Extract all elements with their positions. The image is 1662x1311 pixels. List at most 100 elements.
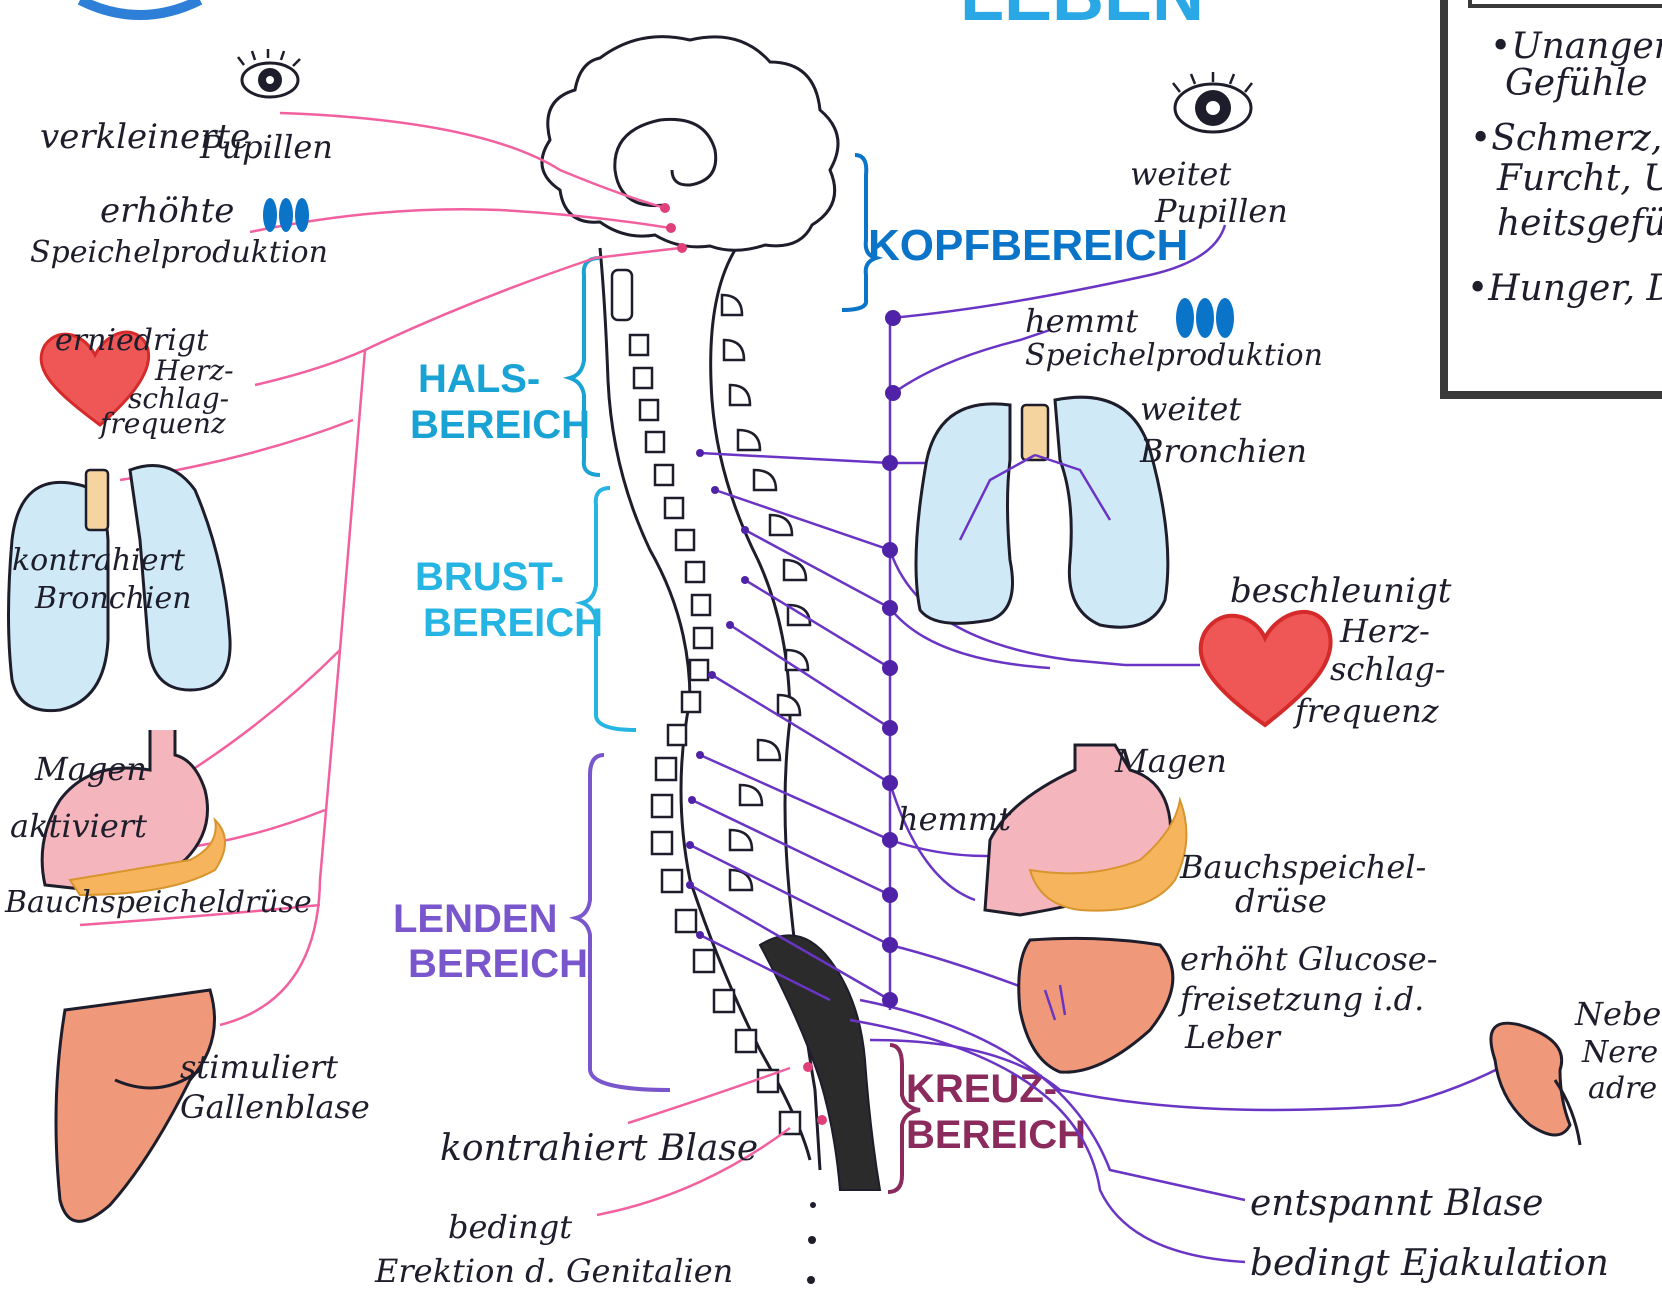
vertebra [656, 758, 676, 780]
sym-ramus [692, 800, 890, 895]
kidney-shape [1491, 1023, 1570, 1135]
label-para-heart-1: erniedrigt [55, 323, 209, 358]
label-sym-adrenal-3: adre [1588, 1071, 1657, 1106]
label-para-gall-2: Gallenblase [180, 1088, 370, 1126]
left-eye-icon [238, 49, 300, 97]
saliva-drop [279, 198, 293, 232]
para-line-pupils [280, 113, 665, 208]
label-sym-pancreas-2: drüse [1235, 882, 1327, 920]
para-nucleus [803, 1062, 813, 1072]
sym-ganglion [882, 660, 898, 676]
spinal-process [730, 830, 752, 850]
legend-top-border [1470, 0, 1662, 6]
vertebra [668, 725, 686, 745]
spinal-root [696, 449, 704, 457]
vertebra [634, 368, 652, 388]
label-para-bronchi-1: kontrahiert [12, 543, 186, 578]
label-sym-inhibits: hemmt [898, 800, 1011, 838]
region-label-lumbar-2: BEREICH [408, 942, 588, 986]
sym-ramus [690, 845, 890, 945]
label-para-activates: aktiviert [10, 807, 147, 845]
right-eye-icon [1173, 72, 1252, 132]
legend-line-3: •Schmerz, [1470, 118, 1662, 159]
sym-ganglion [882, 600, 898, 616]
spinal-root [711, 486, 719, 494]
saliva-drop [1196, 298, 1214, 338]
liver-shape [1019, 938, 1173, 1072]
sym-ganglion [882, 937, 898, 953]
vertebra [694, 628, 712, 648]
vertebra [690, 660, 708, 680]
label-para-bladder: kontrahiert Blase [440, 1128, 758, 1169]
vertebra [694, 950, 714, 972]
label-sym-bronchi-1: weitet [1140, 390, 1241, 428]
sym-ramus [745, 580, 890, 668]
vertebra [676, 910, 696, 932]
label-sym-saliva-2: Speichelproduktion [1025, 338, 1323, 373]
spinal-process [722, 295, 742, 315]
legend-line-4: Furcht, U [1496, 158, 1662, 199]
label-sym-bronchi-2: Bronchien [1139, 432, 1307, 470]
vertebra [612, 270, 632, 320]
sym-ramus [700, 755, 890, 840]
vertebra [655, 465, 673, 485]
left-saliva-drops-icon [263, 198, 309, 232]
vertebra [676, 530, 694, 550]
spinal-root [741, 576, 749, 584]
region-label-chest-2: BEREICH [423, 601, 603, 645]
sym-line-liver [890, 945, 1030, 990]
sym-ramus [730, 625, 890, 728]
vertebra [662, 870, 682, 892]
spinal-process [754, 470, 776, 490]
vertebra [682, 692, 700, 712]
spinal-root [686, 841, 694, 849]
spinal-process [778, 695, 800, 715]
sym-ramus [712, 675, 890, 783]
para-line-saliva [250, 209, 670, 232]
title-fragment: LEBEN [960, 0, 1204, 36]
saliva-drop [1176, 298, 1194, 338]
vertebrae [612, 270, 800, 1134]
para-vagus-trunk [220, 350, 365, 1025]
coccyx-dot [808, 1236, 816, 1244]
label-sym-adrenal-1: Neben [1574, 995, 1662, 1033]
label-sym-ejaculation: bedingt Ejakulation [1250, 1243, 1609, 1284]
label-sym-heart-3: schlag- [1330, 650, 1446, 688]
brain-inner-curl [615, 119, 716, 205]
vertebra [640, 400, 658, 420]
region-label-neck-1: HALS- [418, 357, 540, 401]
label-para-saliva-2: Speichelproduktion [30, 235, 328, 270]
spinal-root [696, 751, 704, 759]
sym-ganglion [882, 992, 898, 1008]
label-sym-adrenal-2: Nere [1581, 1035, 1658, 1070]
right-lungs-icon [916, 397, 1168, 627]
vertebra [630, 335, 648, 355]
para-nucleus [817, 1115, 827, 1125]
spinal-process [738, 430, 760, 450]
spinal-root [696, 931, 704, 939]
legend-line-6: •Hunger, D [1467, 268, 1662, 309]
vertebra [736, 1030, 756, 1052]
label-para-erection-2: Erektion d. Genitalien [374, 1252, 733, 1290]
saliva-drop [295, 198, 309, 232]
label-para-stomach: Magen [34, 750, 147, 788]
para-nucleus [666, 223, 676, 233]
label-para-pancreas: Bauchspeicheldrüse [4, 885, 312, 920]
lung-left [916, 404, 1013, 624]
vertebra [652, 832, 672, 854]
label-sym-pancreas-1: Bauchspeichel- [1179, 848, 1426, 886]
saliva-drop [263, 198, 277, 232]
legend-line-2: Gefühle [1505, 63, 1648, 104]
saliva-drop [1216, 298, 1234, 338]
vertebra [780, 1112, 800, 1134]
title-area: LEBEN [80, 0, 1204, 36]
spinal-process [784, 560, 806, 580]
spinal-root [708, 671, 716, 679]
label-para-gall-1: stimuliert [180, 1048, 338, 1086]
sym-ganglion [885, 310, 901, 326]
spinal-root [688, 796, 696, 804]
spinal-process [740, 785, 762, 805]
spinal-root [741, 526, 749, 534]
right-liver-icon [1019, 938, 1173, 1072]
